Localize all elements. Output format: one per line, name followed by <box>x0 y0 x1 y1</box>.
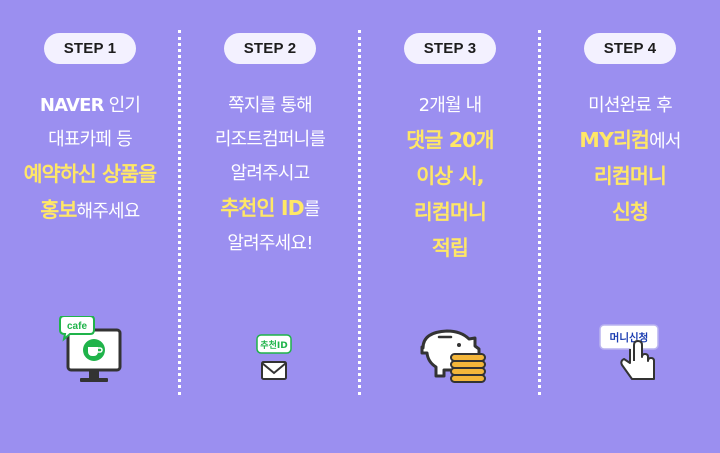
step-text-segment: 해주세요 <box>76 201 141 222</box>
step-text-segment: 알려주세요! <box>227 233 313 254</box>
step-4-line: 신청 <box>540 195 720 231</box>
step-text-segment: 예약하신 상품을 <box>23 162 158 186</box>
step-text-segment: MY리컴 <box>579 128 650 152</box>
divider-3 <box>538 30 541 395</box>
step-4-line: MY리컴에서 <box>540 123 720 159</box>
step-1-line: NAVER 인기 <box>0 89 180 123</box>
cafe-badge: cafe <box>67 321 87 332</box>
step-3-line: 이상 시, <box>360 159 540 195</box>
step-text-segment: 홍보 <box>40 198 77 222</box>
step-text-segment: 2개월 내 <box>418 95 483 116</box>
monitor-cafe-icon: cafe <box>58 315 124 392</box>
step-text-segment: 댓글 20개 <box>406 128 494 152</box>
step-text-segment: 리컴머니 <box>413 200 487 224</box>
step-text-segment: 신청 <box>611 200 649 224</box>
envelope-icon: 추천ID <box>256 334 292 388</box>
step-text-segment: 미션완료 후 <box>588 95 673 116</box>
step-text-segment: 인기 <box>103 95 141 116</box>
step-3-line: 적립 <box>360 231 540 267</box>
step-text-segment: 추천인 ID <box>220 196 304 220</box>
step-text-segment: 대표카페 등 <box>48 129 133 150</box>
step-1-line: 홍보해주세요 <box>0 193 180 229</box>
step-4-line: 리컴머니 <box>540 159 720 195</box>
step-2-line: 리조트컴퍼니를 <box>180 123 360 157</box>
step-2-line: 쪽지를 통해 <box>180 89 360 123</box>
step-4-line: 미션완료 후 <box>540 89 720 123</box>
piggy-bank-coins-icon <box>415 320 489 388</box>
step-1-label: STEP 1 <box>44 33 136 64</box>
step-text-segment: 알려주시고 <box>230 163 311 184</box>
step-2-line: 추천인 ID를 <box>180 191 360 227</box>
step-3-line: 2개월 내 <box>360 89 540 123</box>
divider-1 <box>178 30 181 395</box>
step-2-label: STEP 2 <box>224 33 316 64</box>
step-3-line: 댓글 20개 <box>360 123 540 159</box>
step-text-segment: 를 <box>303 199 321 220</box>
step-2-line: 알려주세요! <box>180 227 360 261</box>
step-3-line: 리컴머니 <box>360 195 540 231</box>
step-1-line: 예약하신 상품을 <box>0 157 180 193</box>
step-text-segment: 에서 <box>649 131 681 152</box>
recommender-id-badge: 추천ID <box>260 339 287 351</box>
divider-2 <box>358 30 361 395</box>
step-1-line: 대표카페 등 <box>0 123 180 157</box>
step-text-segment: 리조트컴퍼니를 <box>214 129 326 150</box>
step-text-segment: 쪽지를 통해 <box>228 95 313 116</box>
step-3-label: STEP 3 <box>404 33 496 64</box>
step-4-label: STEP 4 <box>584 33 676 64</box>
step-text-segment: 리컴머니 <box>593 164 667 188</box>
step-text-segment: NAVER <box>39 95 105 116</box>
money-request-badge: 머니신청 <box>610 331 649 344</box>
step-2-line: 알려주시고 <box>180 157 360 191</box>
click-hand-icon: 머니신청 <box>598 323 664 391</box>
step-text-segment: 이상 시, <box>416 164 484 188</box>
step-text-segment: 적립 <box>431 236 469 260</box>
